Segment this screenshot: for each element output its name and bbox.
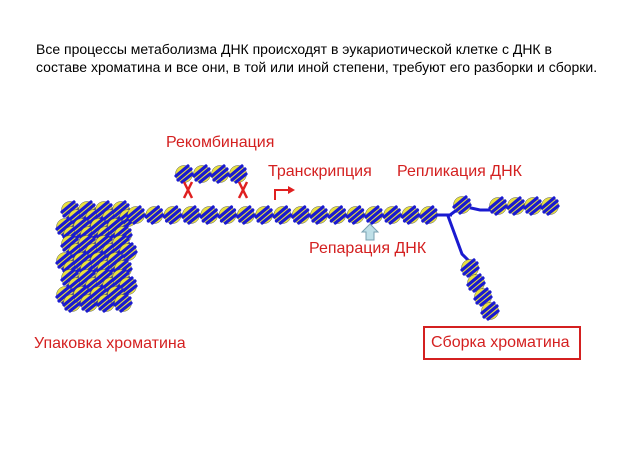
label-replication: Репликация ДНК (397, 163, 522, 180)
nucleosome-icon (174, 164, 194, 184)
nucleosome-icon (217, 205, 238, 225)
transcription-start-arrow-icon (274, 186, 295, 200)
cross-mark-icon (182, 181, 249, 199)
nucleosome-icon (272, 205, 292, 225)
intro-text: Все процессы метаболизма ДНК происходят … (36, 41, 598, 75)
label-assembly: Сборка хроматина (431, 334, 570, 351)
nucleosome-icon (400, 205, 421, 225)
nucleosome-icon (126, 205, 146, 225)
nucleosome-icon (364, 205, 384, 225)
nucleosome-icon (309, 205, 329, 225)
nucleosome-icon (346, 205, 366, 225)
nucleosome-icon (144, 205, 164, 225)
nucleosome-icon (163, 205, 183, 225)
nucleosome-icon (228, 164, 248, 184)
assembly-box (423, 326, 581, 360)
nucleosome-icon (236, 205, 256, 225)
nucleosomes (55, 164, 560, 321)
label-packing: Упаковка хроматина (34, 335, 186, 352)
nucleosome-icon (192, 164, 212, 184)
nucleosome-icon (540, 196, 560, 216)
nucleosome-icon (506, 196, 526, 216)
label-transcription: Транскрипция (268, 163, 372, 180)
nucleosome-icon (113, 293, 133, 313)
nucleosome-icon (254, 205, 274, 225)
nucleosome-icon (419, 205, 439, 225)
nucleosome-icon (466, 273, 486, 293)
nucleosome-icon (480, 301, 500, 321)
label-recombination: Рекомбинация (166, 134, 275, 151)
nucleosome-icon (452, 195, 472, 215)
nucleosome-icon (181, 205, 201, 225)
label-repair: Репарация ДНК (309, 240, 427, 257)
nucleosome-icon (210, 164, 230, 184)
nucleosome-icon (199, 205, 219, 225)
nucleosome-icon (382, 205, 402, 225)
nucleosome-icon (327, 205, 347, 225)
nucleosome-icon (460, 258, 480, 278)
nucleosome-icon (291, 205, 311, 225)
nucleosome-icon (473, 287, 493, 307)
nucleosome-icon (523, 196, 543, 216)
nucleosome-icon (488, 196, 508, 216)
repair-arrow-icon (360, 223, 380, 241)
